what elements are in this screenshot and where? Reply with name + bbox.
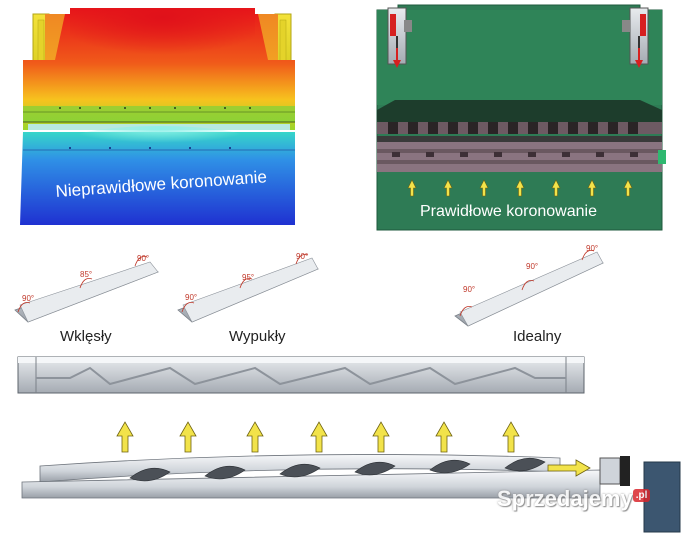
- watermark: Sprzedajemy.pl: [497, 486, 651, 512]
- angle-label: 90°: [526, 262, 539, 271]
- watermark-suffix: .pl: [632, 488, 651, 502]
- angle-label: 95°: [242, 273, 255, 282]
- right-arrow-icon: [547, 459, 591, 477]
- convex-label: Wypukły: [229, 328, 286, 345]
- angle-label: 85°: [80, 270, 93, 279]
- correct-crowning-caption: Prawidłowe koronowanie: [420, 203, 597, 220]
- watermark-text: Sprzedajemy: [497, 486, 633, 511]
- convex-profile: [177, 254, 319, 323]
- up-arrow-icon: [116, 421, 520, 453]
- angle-label: 90°: [185, 293, 198, 302]
- angle-label: 90°: [22, 294, 35, 303]
- crowning-bar-top-view: [17, 356, 585, 394]
- angle-label: 90°: [586, 244, 599, 253]
- ideal-label: Idealny: [513, 328, 562, 345]
- angle-label: 90°: [463, 285, 476, 294]
- ideal-profile: [454, 250, 604, 327]
- angle-label: 90°: [137, 254, 150, 263]
- concave-label: Wklęsły: [60, 328, 112, 345]
- concave-profile: [14, 256, 159, 323]
- angle-label: 90°: [296, 252, 309, 261]
- up-arrow-icon: [407, 179, 633, 197]
